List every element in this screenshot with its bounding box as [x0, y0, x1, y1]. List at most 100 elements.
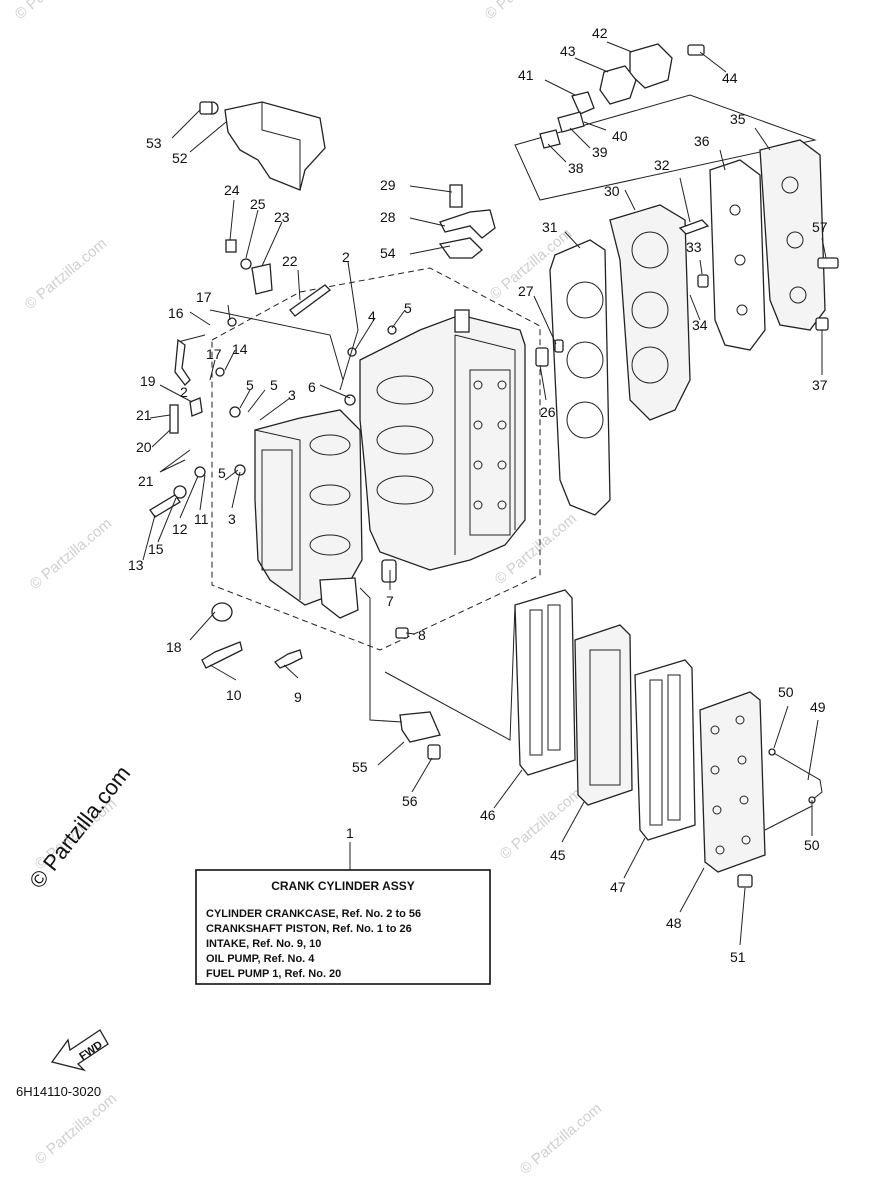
callout-56: 56	[402, 793, 418, 809]
fwd-arrow: FWD	[50, 1029, 109, 1072]
watermark-main: © Partzilla.com	[24, 761, 135, 893]
oil-pump	[539, 43, 705, 149]
assembly-line-4: OIL PUMP, Ref. No. 4	[206, 953, 315, 965]
cylinder-head-30	[609, 204, 691, 421]
callout-22: 22	[282, 253, 298, 269]
assembly-title: CRANK CYLINDER ASSY	[271, 879, 415, 893]
leader-lines	[142, 41, 827, 946]
crankcase-half	[254, 409, 363, 619]
callout-29: 29	[380, 177, 396, 193]
callout-45: 45	[550, 847, 566, 863]
callout-12: 12	[172, 521, 188, 537]
assembly-line-3: INTAKE, Ref. No. 9, 10	[206, 938, 321, 950]
callout-36: 36	[694, 133, 710, 149]
watermark: © Partzilla.com	[27, 515, 115, 593]
callout-24: 24	[224, 182, 240, 198]
callout-17-upper: 17	[196, 289, 212, 305]
callout-14: 14	[232, 341, 248, 357]
callout-53: 53	[146, 135, 162, 151]
callout-47: 47	[610, 879, 626, 895]
callout-20: 20	[136, 439, 152, 455]
cylinder-gasket-31	[549, 239, 611, 516]
callout-10: 10	[226, 687, 242, 703]
callout-5-mid-b: 5	[270, 377, 278, 393]
callout-51: 51	[730, 949, 746, 965]
callout-4: 4	[368, 308, 376, 324]
head-gasket-36	[709, 159, 766, 351]
callout-43: 43	[560, 43, 576, 59]
callout-42: 42	[592, 25, 608, 41]
part-52-bracket	[199, 101, 326, 191]
callout-19: 19	[140, 373, 156, 389]
callout-25: 25	[250, 196, 266, 212]
callout-33: 33	[686, 239, 702, 255]
callout-55: 55	[352, 759, 368, 775]
callout-23: 23	[274, 209, 290, 225]
callout-5-low: 5	[218, 465, 226, 481]
callout-9: 9	[294, 689, 302, 705]
watermark: © Partzilla.com	[22, 235, 110, 313]
callout-49: 49	[810, 699, 826, 715]
assembly-line-5: FUEL PUMP 1, Ref. No. 20	[206, 968, 341, 980]
callout-8: 8	[418, 627, 426, 643]
callout-3-upper: 3	[288, 387, 296, 403]
callout-57: 57	[812, 219, 828, 235]
callout-3-lower: 3	[228, 511, 236, 527]
callout-31: 31	[542, 219, 558, 235]
callout-34: 34	[692, 317, 708, 333]
callout-44: 44	[722, 70, 738, 86]
callout-21-lower: 21	[138, 473, 154, 489]
callout-41: 41	[518, 67, 534, 83]
callout-40: 40	[612, 128, 628, 144]
callout-46: 46	[480, 807, 496, 823]
callout-52: 52	[172, 150, 188, 166]
assembly-info-box: CRANK CYLINDER ASSY CYLINDER CRANKCASE, …	[195, 869, 491, 985]
callout-37: 37	[812, 377, 828, 393]
diagram-code: 6H14110-3020	[16, 1084, 101, 1099]
callout-39: 39	[592, 144, 608, 160]
small-fittings-left	[149, 317, 409, 669]
intake-gasket-47	[634, 659, 696, 841]
intake-gasket-46	[514, 589, 576, 776]
callout-50-lower: 50	[804, 837, 820, 853]
part-22-25-studs	[225, 239, 331, 317]
assembly-line-1: CYLINDER CRANKCASE, Ref. No. 2 to 56	[206, 908, 421, 920]
watermark: © Partzilla.com	[32, 1090, 120, 1168]
block-flange	[469, 369, 511, 536]
callout-1: 1	[346, 825, 354, 841]
callout-17-lower: 17	[206, 346, 222, 362]
callout-18: 18	[166, 639, 182, 655]
watermark: © Partzilla.com	[12, 0, 100, 23]
callout-28: 28	[380, 209, 396, 225]
callout-2-lower: 2	[180, 384, 188, 400]
callout-50-upper: 50	[778, 684, 794, 700]
watermark: © Partzilla.com	[482, 0, 570, 23]
callout-32: 32	[654, 157, 670, 173]
callout-54: 54	[380, 245, 396, 261]
head-cover-35	[759, 139, 826, 331]
callout-5-mid-a: 5	[246, 377, 254, 393]
callout-21-upper: 21	[136, 407, 152, 423]
intake-cover-48	[699, 691, 766, 888]
callout-30: 30	[604, 183, 620, 199]
callout-16: 16	[168, 305, 184, 321]
callout-15: 15	[148, 541, 164, 557]
callout-6: 6	[308, 379, 316, 395]
hose-49-50	[768, 748, 823, 804]
part-55-56	[359, 587, 441, 760]
callout-numbers: 53 52 24 25 23 22 2 17 16 17 14 19 2 21 …	[128, 25, 828, 965]
watermark: © Partzilla.com	[517, 1100, 605, 1178]
callout-2-upper: 2	[342, 249, 350, 265]
callout-5-top: 5	[404, 300, 412, 316]
callout-13: 13	[128, 557, 144, 573]
callout-35: 35	[730, 111, 746, 127]
assembly-line-2: CRANKSHAFT PISTON, Ref. No. 1 to 26	[206, 923, 412, 935]
callout-26: 26	[540, 404, 556, 420]
callout-38: 38	[568, 160, 584, 176]
reed-valve-45	[574, 624, 633, 806]
cylinder-block	[359, 309, 526, 571]
part-28-29-54-clamp	[438, 184, 496, 259]
callout-27: 27	[518, 283, 534, 299]
callout-7: 7	[386, 593, 394, 609]
